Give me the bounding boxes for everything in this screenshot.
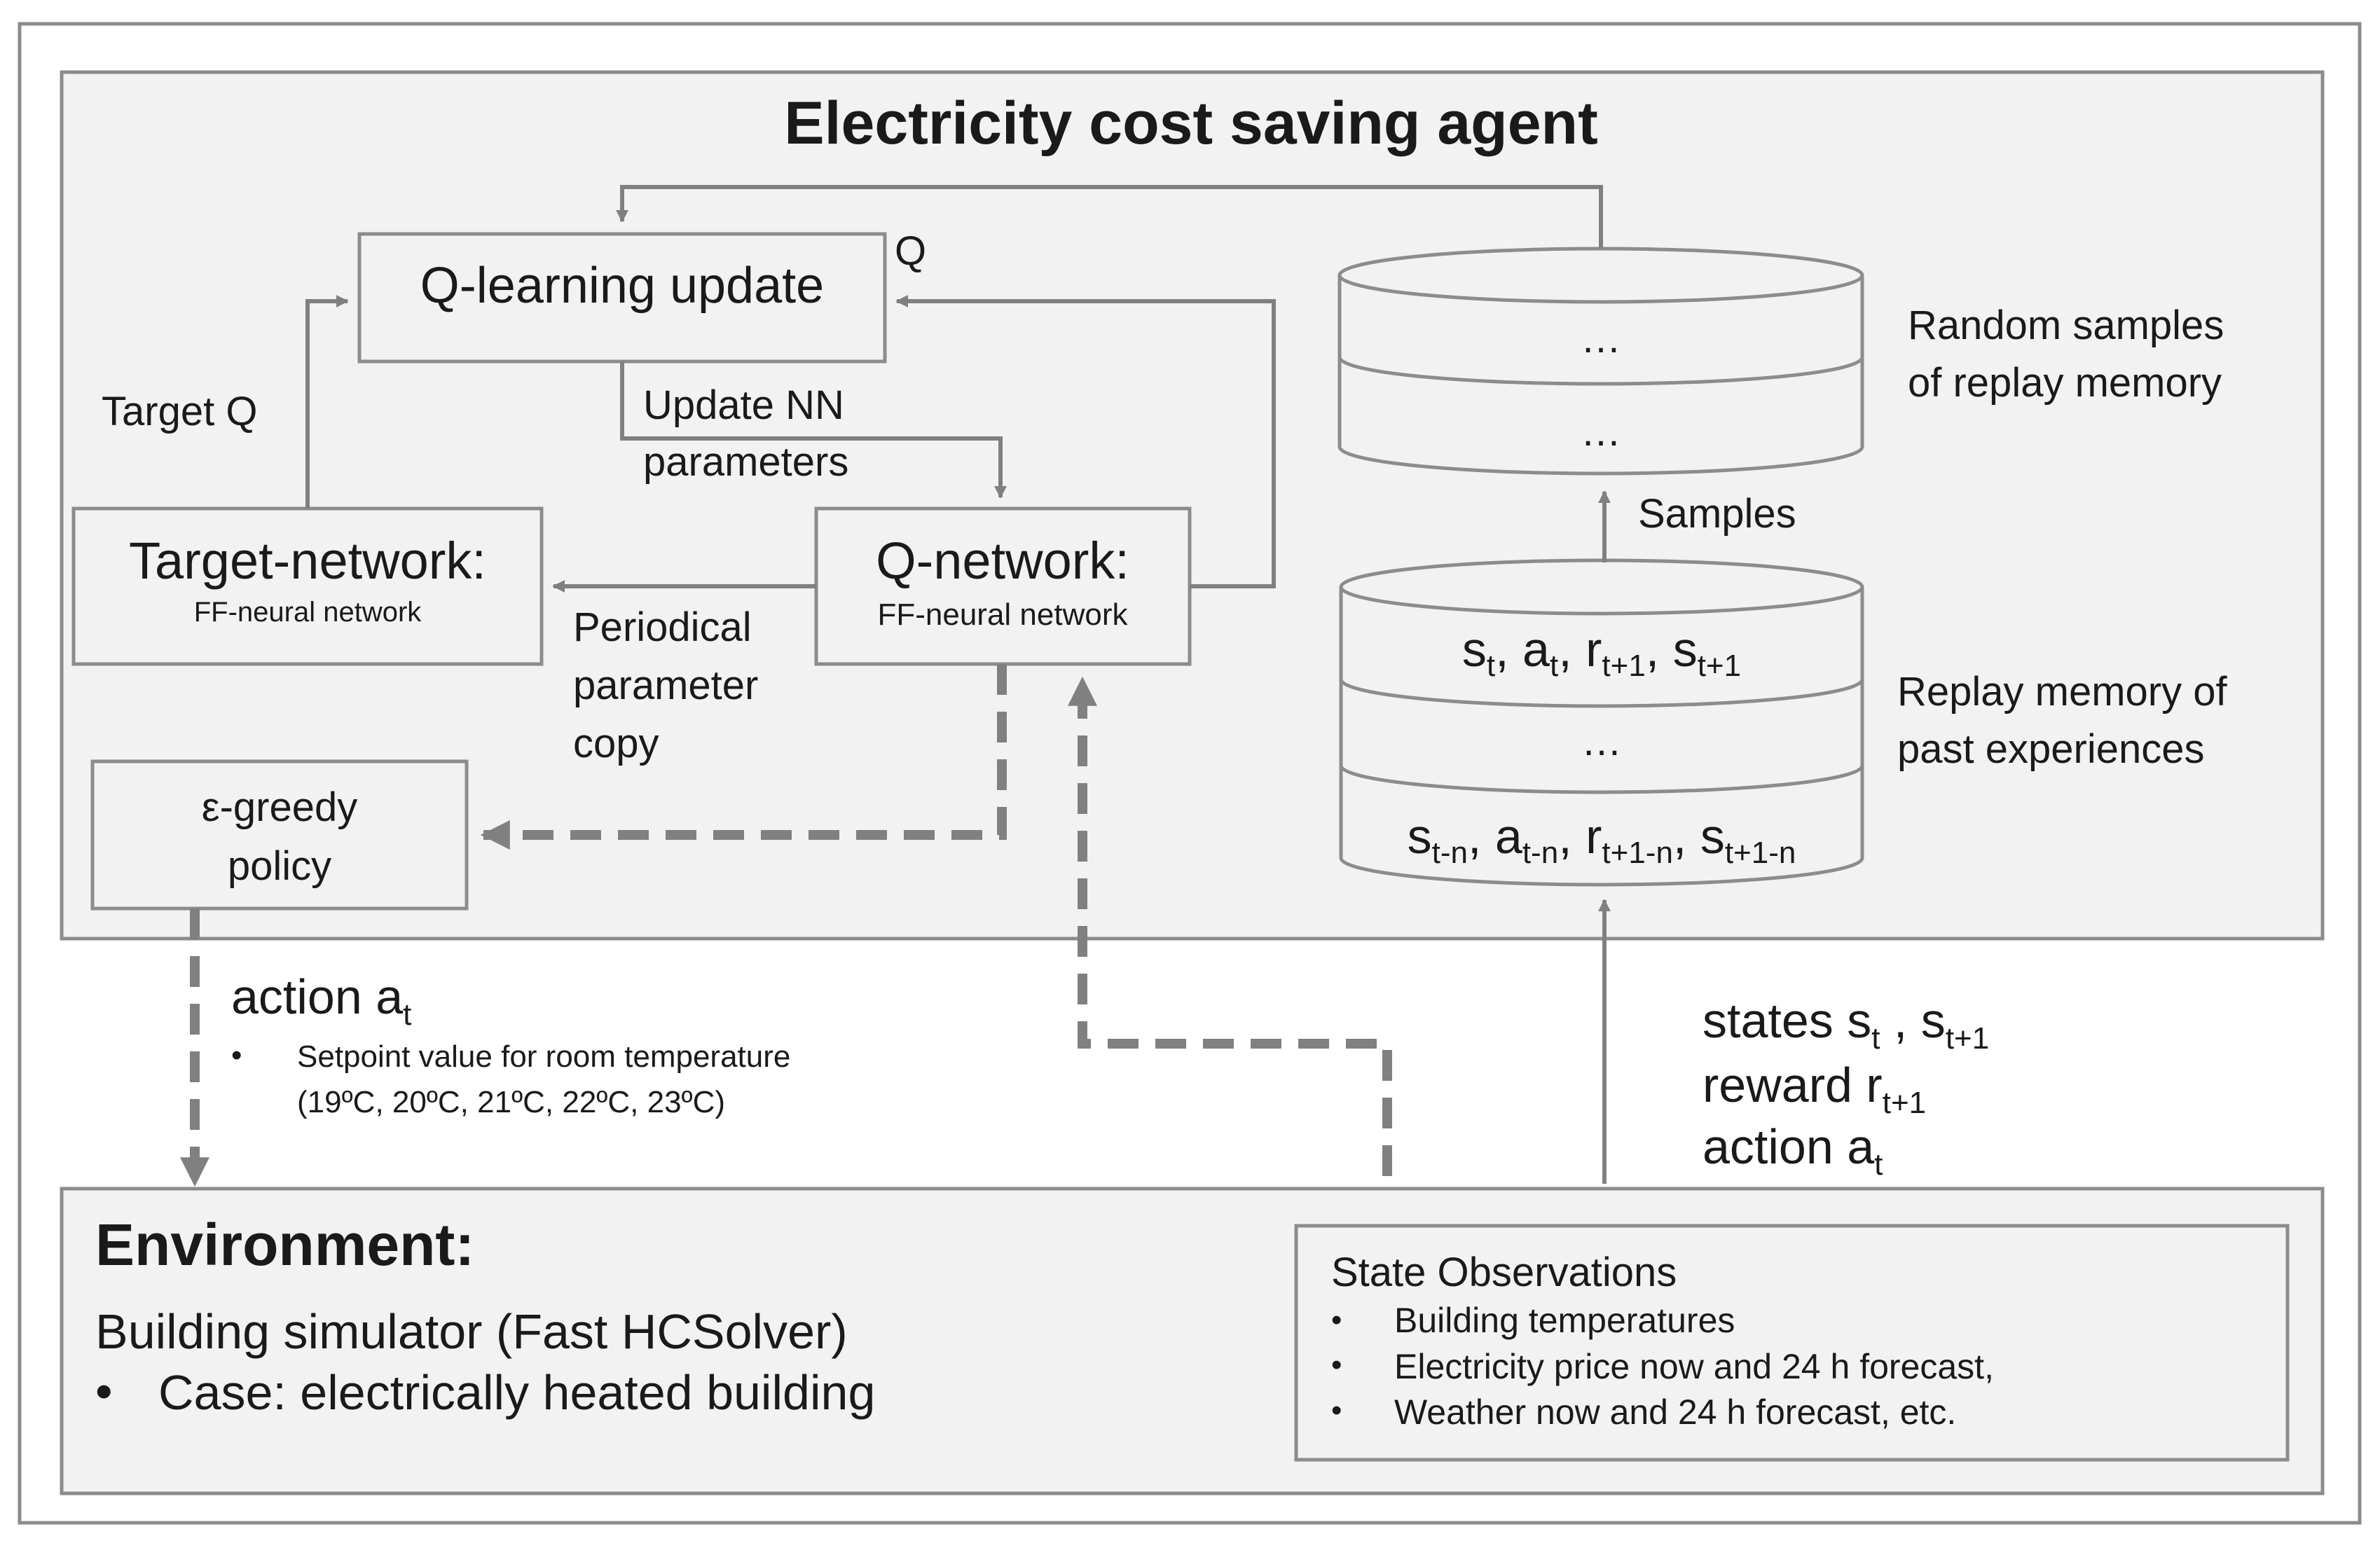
environment-line2: Case: electrically heated building: [158, 1365, 875, 1420]
periodical-label-2: parameter: [573, 663, 758, 708]
arrow-samples-to-q-update: [616, 185, 1603, 249]
agent-title: Electricity cost saving agent: [784, 90, 1597, 157]
replay-row1: st, at, rt+1, st+1: [1462, 622, 1741, 683]
random-samples-label-2: of replay memory: [1908, 360, 2222, 406]
environment-line1: Building simulator (Fast HCSolver): [95, 1304, 848, 1359]
arrow-q-network-to-q-update: [895, 295, 1276, 588]
replay-row2: …: [1581, 719, 1622, 764]
replay-memory-label-2: past experiences: [1897, 726, 2204, 772]
random-samples-cylinder: [1337, 247, 1864, 476]
update-nn-label-1: Update NN: [643, 382, 844, 428]
obs-item-2: Electricity price now and 24 h forecast,: [1394, 1347, 1994, 1386]
q-learning-update-box: [357, 232, 887, 364]
action-label: action at: [231, 969, 411, 1032]
arrow-q-network-to-policy: [480, 664, 1007, 850]
feedback-states: states st , st+1: [1703, 993, 1989, 1056]
replay-memory-cylinder: [1339, 558, 1864, 887]
action-item-2: (19ºC, 20ºC, 21ºC, 22ºC, 23ºC): [297, 1085, 725, 1119]
update-nn-label-2: parameters: [643, 439, 848, 485]
policy-box: [90, 759, 469, 911]
obs-bullet-1: •: [1331, 1303, 1342, 1337]
obs-bullet-2: •: [1331, 1348, 1342, 1382]
dashed-arrows: [180, 664, 1392, 1224]
solid-arrows: [305, 185, 1611, 1184]
policy-line2: policy: [228, 843, 331, 889]
q-network-subtitle: FF-neural network: [877, 597, 1128, 632]
feedback-reward: reward rt+1: [1703, 1058, 1926, 1120]
target-q-label: Target Q: [102, 389, 257, 434]
arrow-target-to-q-update: [305, 295, 349, 509]
target-network-title: Target-network:: [129, 532, 486, 590]
arrow-update-nn-params: [620, 361, 1007, 499]
action-item-1: Setpoint value for room temperature: [297, 1039, 790, 1074]
state-observations-box: [1294, 1224, 2290, 1462]
obs-item-3: Weather now and 24 h forecast, etc.: [1394, 1393, 1956, 1432]
replay-memory-label-1: Replay memory of: [1897, 669, 2227, 714]
arrow-observations-to-q-network: [1068, 676, 1392, 1224]
random-samples-row2: …: [1581, 409, 1621, 455]
periodical-label-1: Periodical: [573, 604, 752, 650]
feedback-action: action at: [1703, 1119, 1883, 1182]
periodical-label-3: copy: [573, 721, 659, 766]
action-bullet: •: [231, 1038, 242, 1072]
target-network-subtitle: FF-neural network: [194, 597, 422, 628]
policy-line1: ε-greedy: [202, 785, 358, 830]
samples-label: Samples: [1638, 491, 1796, 537]
q-learning-update-label: Q-learning update: [420, 258, 824, 314]
environment-title: Environment:: [95, 1212, 474, 1278]
state-observations-title: State Observations: [1331, 1250, 1677, 1295]
random-samples-row1: …: [1581, 316, 1621, 361]
q-mark: Q: [895, 228, 926, 274]
obs-bullet-3: •: [1331, 1393, 1342, 1428]
environment-bullet: •: [95, 1364, 113, 1418]
random-samples-label-1: Random samples: [1908, 303, 2224, 348]
target-network-box: [71, 506, 544, 666]
q-network-title: Q-network:: [876, 532, 1129, 590]
obs-item-1: Building temperatures: [1394, 1301, 1735, 1340]
